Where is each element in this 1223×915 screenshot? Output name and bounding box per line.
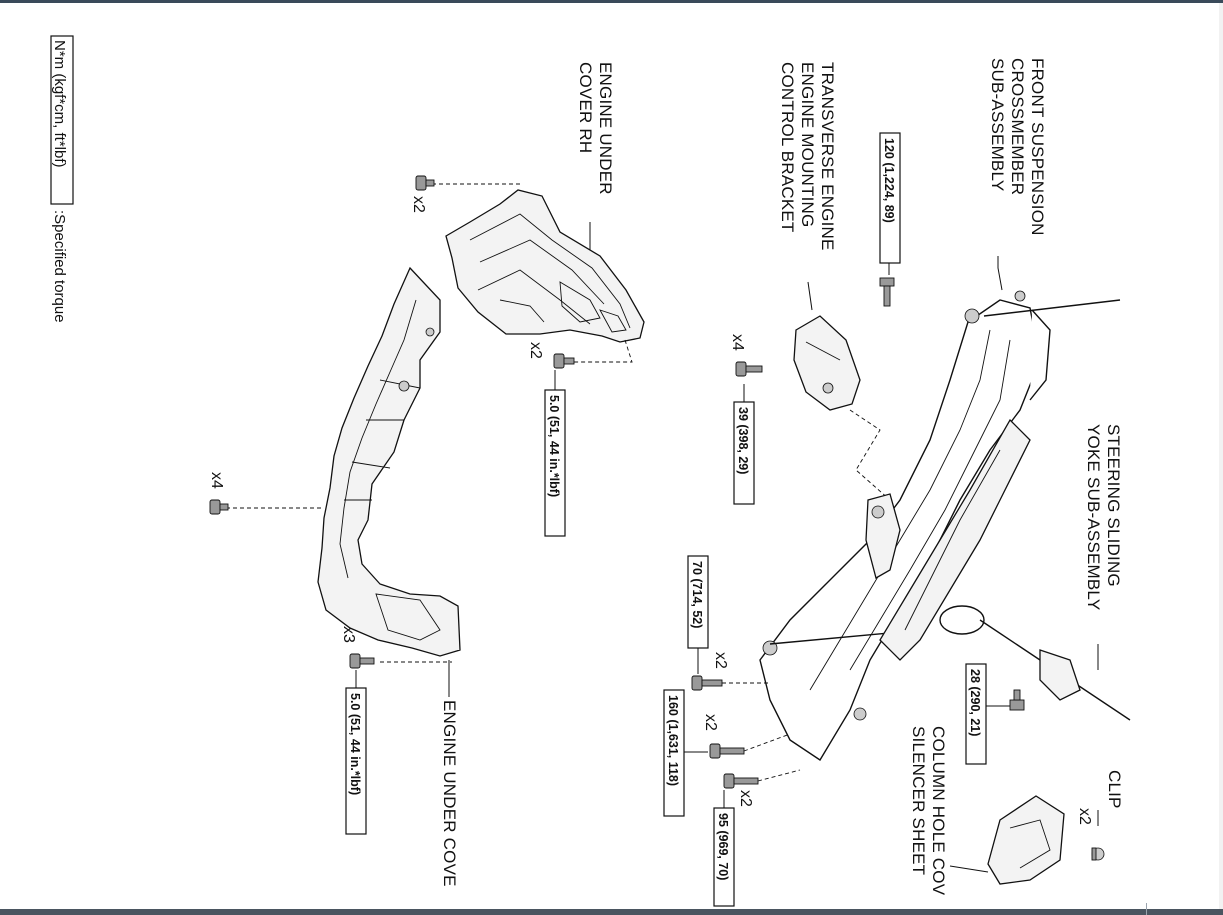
label-line: ENGINE UNDER xyxy=(596,62,615,195)
label-line: YOKE SUB-ASSEMBLY xyxy=(1084,424,1103,610)
qty-160: x2 xyxy=(702,714,719,731)
torque-box-39: 39 (398, 29) xyxy=(733,401,755,505)
mount-part xyxy=(865,493,901,579)
engine-under-cover-rh-part xyxy=(445,189,645,343)
qty-70: x2 xyxy=(712,652,729,669)
torque-legend: N*m (kgf*cm, ft*lbf) :Specified torque xyxy=(50,35,74,323)
torque-value: 120 (1,224, 89) xyxy=(882,138,896,223)
bolt-icon xyxy=(415,175,435,191)
stabilizer-bar xyxy=(769,631,901,645)
label-line: COVER RH xyxy=(576,62,595,153)
bolt-icon xyxy=(709,743,745,759)
label-line: SUB-ASSEMBLY xyxy=(988,58,1007,191)
label-transverse-bracket: TRANSVERSE ENGINE ENGINE MOUNTING CONTRO… xyxy=(778,62,837,251)
torque-value: 5.0 (51, 44 in.*lbf) xyxy=(547,395,561,497)
column-hole-cover-part xyxy=(987,795,1065,885)
torque-box xyxy=(663,689,685,817)
qty-cover-bottom: x3 xyxy=(340,626,357,643)
torque-value: 28 (290, 21) xyxy=(968,669,982,736)
legend-unit-text: N*m (kgf*cm, ft*lbf) xyxy=(51,40,68,168)
leader-line xyxy=(807,281,813,311)
bolt-icon xyxy=(1009,689,1025,711)
scrollbar-track[interactable] xyxy=(1219,3,1223,909)
window-bottom-bar xyxy=(0,903,1223,915)
bolt-icon xyxy=(691,675,723,691)
label-line: TRANSVERSE ENGINE xyxy=(818,62,837,251)
dashed-guide xyxy=(570,339,633,363)
torque-value: 95 (969, 70) xyxy=(716,813,730,880)
leader-line xyxy=(997,256,1003,291)
bolt-icon xyxy=(735,361,763,377)
torque-box-28: 28 (290, 21) xyxy=(965,663,987,765)
torque-box xyxy=(879,132,901,264)
bolt-icon xyxy=(879,277,895,307)
label-engine-under-cover: ENGINE UNDER COVE xyxy=(440,700,459,887)
bolt-icon xyxy=(553,353,575,369)
label-line: COLUMN HOLE COV xyxy=(929,726,948,896)
torque-box-5-cover: 5.0 (51, 44 in.*lbf) xyxy=(345,687,367,835)
label-line: CONTROL BRACKET xyxy=(778,62,797,233)
qty-95: x2 xyxy=(737,790,754,807)
torque-value: 70 (714, 52) xyxy=(690,561,704,628)
torque-box-160: 160 (1,631, 118) xyxy=(663,689,685,817)
qty-clip: x2 xyxy=(1076,808,1093,825)
legend-suffix-text: :Specified torque xyxy=(51,210,68,323)
dashed-guide xyxy=(849,409,891,521)
label-clip: CLIP xyxy=(1105,770,1124,809)
steering-rack-part xyxy=(879,418,1131,721)
torque-value: 160 (1,631, 118) xyxy=(666,695,680,786)
leader-line xyxy=(949,865,989,873)
torque-box-120: 120 (1,224, 89) xyxy=(879,132,901,264)
torque-value: 39 (398, 29) xyxy=(736,407,750,474)
qty-cover-left: x4 xyxy=(208,472,225,489)
bolt-icon xyxy=(723,773,759,789)
control-arm xyxy=(1029,309,1051,401)
torque-box-95: 95 (969, 70) xyxy=(713,807,735,907)
qty-rh-bottom: x2 xyxy=(527,342,544,359)
bolt-icon xyxy=(349,653,375,669)
label-line: CROSSMEMBER xyxy=(1008,58,1027,195)
status-divider xyxy=(1146,903,1147,915)
engine-under-cover-part xyxy=(317,266,461,657)
torque-box-70: 70 (714, 52) xyxy=(687,555,709,649)
label-steering-yoke: STEERING SLIDING YOKE SUB-ASSEMBLY xyxy=(1084,424,1123,610)
legend-unit-box xyxy=(50,35,74,205)
torque-box-5-rh: 5.0 (51, 44 in.*lbf) xyxy=(544,389,566,537)
qty-rh-top: x2 xyxy=(410,196,427,213)
stabilizer-bar xyxy=(983,299,1121,317)
label-line: SILENCER SHEET xyxy=(909,726,928,875)
label-engine-under-cover-rh: ENGINE UNDER COVER RH xyxy=(576,62,615,195)
dashed-guide xyxy=(743,733,791,752)
label-line: ENGINE MOUNTING xyxy=(798,62,817,227)
label-line: STEERING SLIDING xyxy=(1104,424,1123,587)
transverse-bracket-part xyxy=(793,315,861,411)
clip-icon xyxy=(1091,847,1105,861)
window-top-bar xyxy=(0,0,1223,3)
dashed-guide xyxy=(757,769,801,782)
torque-value: 5.0 (51, 44 in.*lbf) xyxy=(348,693,362,795)
qty-bracket: x4 xyxy=(729,334,746,351)
label-front-suspension-crossmember: FRONT SUSPENSION CROSSMEMBER SUB-ASSEMBL… xyxy=(988,58,1047,236)
label-column-hole-cover: COLUMN HOLE COV SILENCER SHEET xyxy=(909,726,948,896)
torque-box xyxy=(965,663,987,765)
label-line: FRONT SUSPENSION xyxy=(1028,58,1047,236)
bolt-icon xyxy=(209,499,229,515)
